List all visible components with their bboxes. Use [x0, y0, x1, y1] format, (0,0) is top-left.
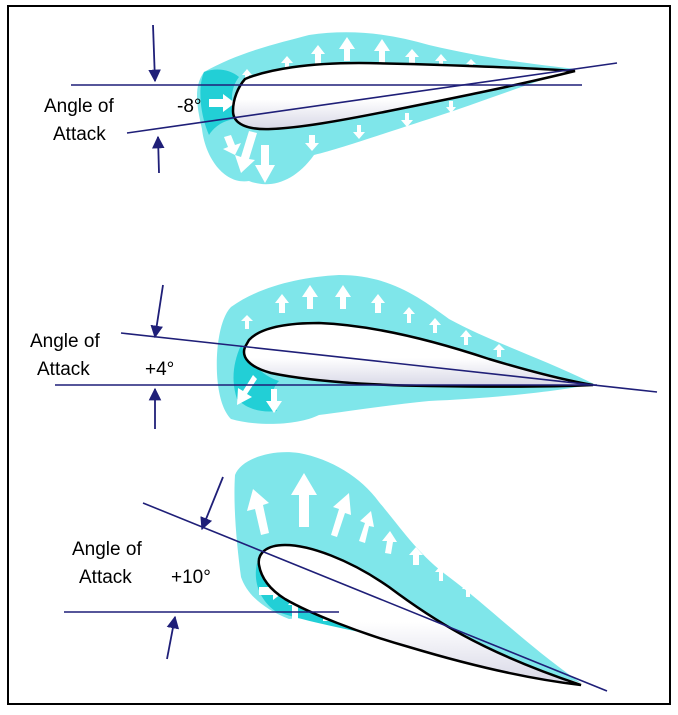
panel-1: Angle of Attack -8° — [44, 25, 617, 184]
angle-value: -8° — [177, 96, 202, 117]
angle-label-line2: Attack — [37, 359, 90, 380]
angle-value: +4° — [145, 359, 174, 380]
angle-label-line1: Angle of — [72, 539, 142, 560]
angle-arrow-top — [155, 285, 163, 337]
angle-value: +10° — [171, 567, 211, 588]
angle-arrow-top — [153, 25, 155, 81]
angle-arrow-bottom — [167, 617, 175, 659]
angle-of-attack-diagram: Angle of Attack -8° Angle of Attack — [7, 5, 671, 705]
angle-label-line2: Attack — [79, 567, 132, 588]
angle-label-line1: Angle of — [30, 331, 100, 352]
angle-label-line2: Attack — [53, 124, 106, 145]
angle-label-line1: Angle of — [44, 96, 114, 117]
angle-arrow-top — [202, 477, 223, 529]
panel-2: Angle of Attack +4° — [30, 275, 657, 429]
panel-3: Angle of Attack +10° — [64, 452, 607, 691]
angle-arrow-bottom — [158, 137, 159, 173]
